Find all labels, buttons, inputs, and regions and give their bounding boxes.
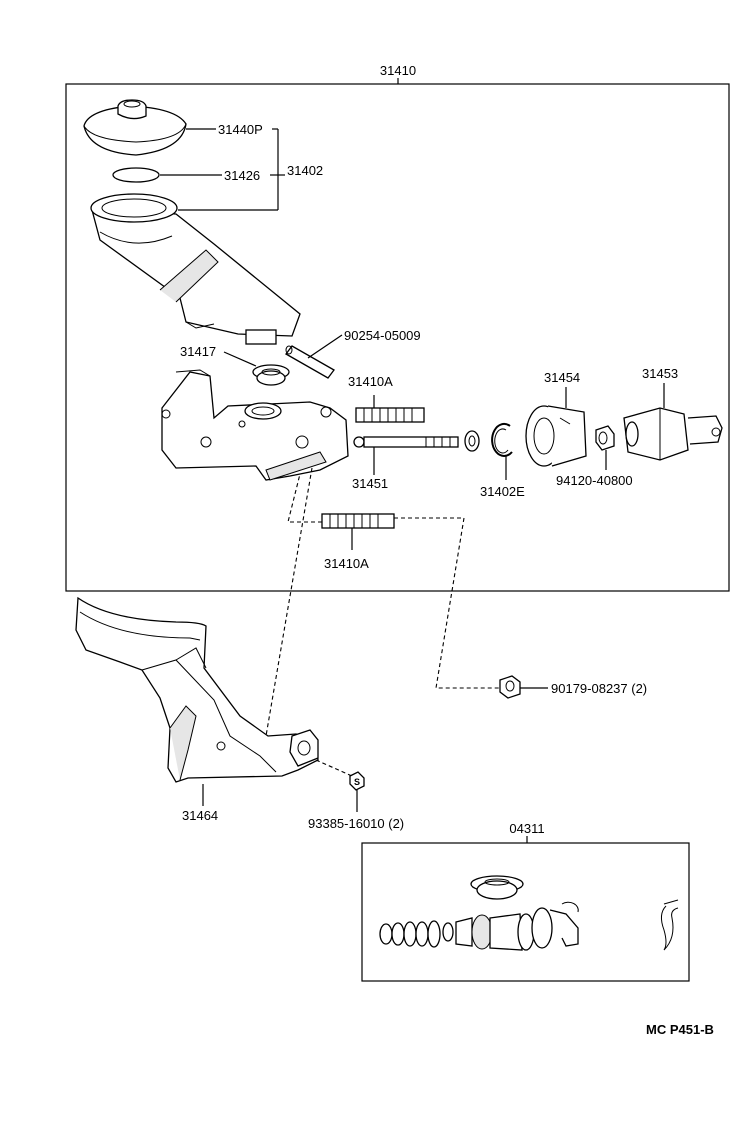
master-cylinder-body (161, 369, 349, 481)
label-31410A-top: 31410A (348, 374, 393, 389)
label-31454: 31454 (544, 370, 580, 385)
label-31410: 31410 (380, 63, 416, 78)
repair-kit-spring (379, 920, 454, 948)
nut-marking: S (354, 777, 360, 787)
reference-code: MC P451-B (646, 1022, 714, 1037)
label-31402E: 31402E (480, 484, 525, 499)
master-cylinder-assembly-frame (65, 78, 730, 592)
label-31440P: 31440P (218, 122, 263, 137)
repair-kit-clip (660, 899, 679, 951)
reservoir-cap-31440P (83, 99, 187, 156)
stud-31410A-top (355, 407, 425, 423)
label-31410A-bottom: 31410A (324, 556, 369, 571)
snap-ring-31402E (491, 423, 513, 457)
nut-93385-16010: S (349, 771, 365, 791)
reservoir-31402 (90, 193, 301, 345)
label-90254-05009: 90254-05009 (344, 328, 421, 343)
boot-31454 (525, 405, 587, 467)
pin-90254-05009 (285, 345, 335, 379)
reservoir-seal-31426 (112, 167, 160, 183)
label-90179-08237: 90179-08237 (2) (551, 681, 647, 696)
push-rod-31451 (353, 436, 459, 448)
clevis-31453 (623, 407, 723, 461)
label-31402: 31402 (287, 163, 323, 178)
bracket-31464 (75, 596, 319, 783)
washer (464, 430, 480, 452)
nut-94120-40800 (595, 425, 615, 451)
stud-31410A-bottom (321, 513, 395, 529)
label-31453: 31453 (642, 366, 678, 381)
label-94120-40800: 94120-40800 (556, 473, 633, 488)
label-31426: 31426 (224, 168, 260, 183)
repair-kit-piston (455, 901, 579, 951)
leader-31402 (178, 128, 285, 211)
label-31451: 31451 (352, 476, 388, 491)
repair-kit-cup (470, 875, 524, 900)
grommet-31417 (252, 364, 290, 386)
label-04311: 04311 (509, 821, 544, 836)
nut-90179-08237 (499, 675, 521, 699)
label-31464: 31464 (182, 808, 218, 823)
label-93385-16010: 93385-16010 (2) (308, 816, 404, 831)
label-31417: 31417 (180, 344, 216, 359)
repair-kit-frame (361, 836, 690, 982)
